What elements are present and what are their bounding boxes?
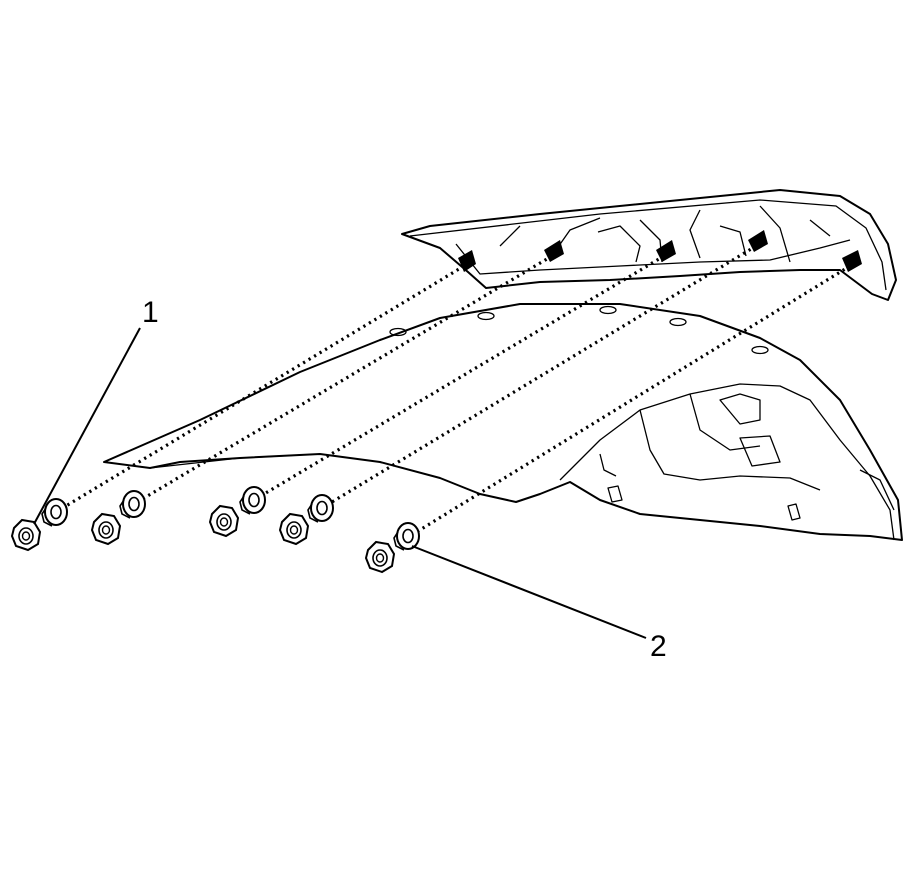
stud-icon: [544, 240, 564, 262]
washers: [41, 486, 420, 551]
hole-icon: [751, 345, 769, 355]
hole-icon: [669, 317, 687, 327]
hole-icon: [477, 311, 495, 321]
spoiler-studs: [458, 230, 862, 272]
hole-icon: [599, 305, 617, 315]
nut-icon: [10, 518, 42, 552]
callout-number: 1: [142, 296, 159, 329]
stud-icon: [458, 250, 476, 272]
callout-1: 1: [33, 296, 159, 525]
washer-icon: [239, 486, 266, 515]
stud-icon: [656, 240, 676, 262]
callout-number: 2: [650, 630, 667, 663]
alignment-line: [253, 254, 665, 502]
alignment-lines: [55, 244, 851, 538]
nut-icon: [90, 512, 122, 546]
stud-icon: [748, 230, 768, 252]
alignment-line: [133, 254, 553, 506]
callout-2: 2: [411, 545, 667, 663]
washer-icon: [393, 522, 420, 551]
nuts: [10, 504, 396, 574]
callout-leader-line: [411, 545, 647, 639]
washer-icon: [307, 494, 334, 523]
mounting-holes: [389, 305, 769, 355]
nut-icon: [208, 504, 240, 538]
stud-icon: [842, 250, 862, 272]
alignment-line: [409, 264, 851, 538]
alignment-line: [55, 264, 465, 514]
spoiler: [401, 189, 897, 301]
callout-leader-line: [33, 327, 141, 525]
nut-icon: [364, 540, 396, 574]
hole-icon: [389, 327, 407, 337]
washer-icon: [119, 490, 146, 519]
nut-icon: [278, 512, 310, 546]
washer-icon: [41, 498, 68, 527]
alignment-line: [321, 244, 757, 510]
liftgate: [103, 303, 903, 541]
